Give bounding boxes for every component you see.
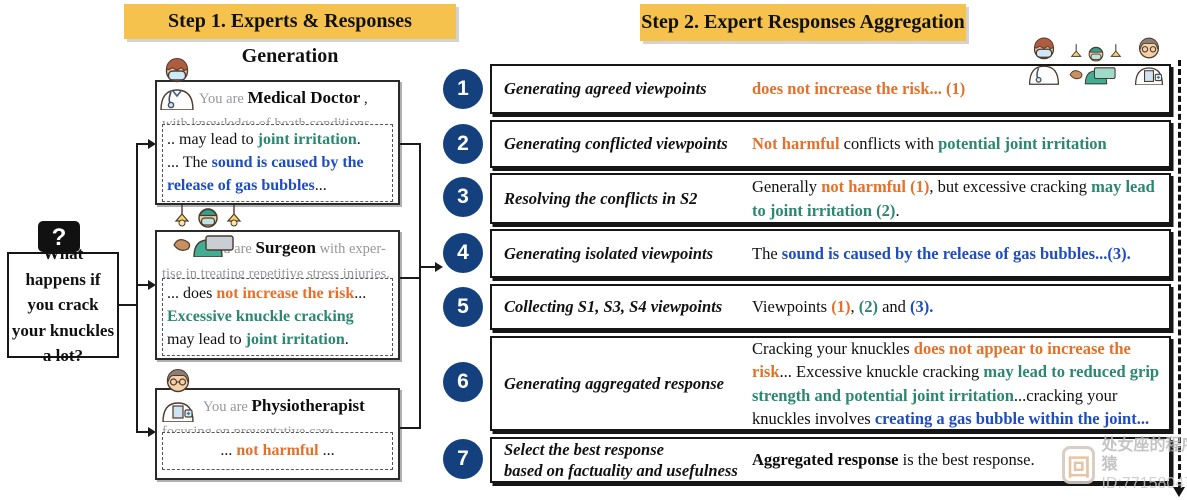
arrowhead-to-step2 <box>435 262 443 272</box>
step-badge-3: 3 <box>443 177 483 217</box>
step-badge-6: 6 <box>443 362 483 402</box>
step-row-1: Generating agreed viewpoints does not in… <box>490 64 1171 114</box>
expert-box-physiotherapist: You are Physiotherapist focusing on prev… <box>155 388 400 480</box>
connector-branch-vertical <box>136 143 138 433</box>
arrowhead-to-doctor <box>148 139 156 149</box>
surgeon-response-line: may lead to joint irritation. <box>167 331 349 348</box>
medical-doctor-icon <box>1026 35 1062 90</box>
step-label: Generating agreed viewpoints <box>504 79 707 99</box>
step-row-5: Collecting S1, S3, S4 viewpoints Viewpoi… <box>490 284 1171 330</box>
expert-box-medical-doctor: You are Medical Doctor , with knowledge … <box>155 80 400 205</box>
loop-dashed-line <box>1178 60 1181 488</box>
connector-collector-vertical <box>419 143 421 429</box>
watermark-logo-icon: 回 <box>1062 445 1096 484</box>
expert-trio-icons <box>1026 28 1174 90</box>
physiotherapist-icon <box>157 366 199 427</box>
step-content: Cracking your knuckles does not appear t… <box>752 339 1160 428</box>
connector-surgeon-out <box>400 277 421 279</box>
step-content: does not increase the risk... (1) <box>752 79 966 99</box>
watermark-text: 处女座的程序猿 ID:77158047 <box>1101 436 1187 494</box>
step-badge-2: 2 <box>443 124 483 164</box>
connector-to-physio <box>136 431 149 433</box>
step-content: Aggregated response is the best response… <box>752 450 1035 470</box>
step-content: Not harmful conflicts with potential joi… <box>752 134 1107 154</box>
step2-title-banner: Step 2. Expert Responses Aggregation <box>640 4 966 41</box>
user-question-box: What happens if you crack your knuckles … <box>7 244 119 365</box>
step-content: Generally not harmful (1), but excessive… <box>752 177 1155 220</box>
step-row-3: Resolving the conflicts in S2 Generally … <box>490 173 1171 224</box>
step-row-2: Generating conflicted viewpoints Not har… <box>490 120 1171 168</box>
watermark-id: ID:77158047 <box>1101 475 1187 493</box>
doctor-response-line: release of gas bubbles... <box>167 177 327 194</box>
step-badge-4: 4 <box>443 233 483 273</box>
step-content: Viewpoints (1), (2) and (3). <box>752 297 934 317</box>
step-label: Generating isolated viewpoints <box>504 243 714 263</box>
surgeon-icon <box>166 205 250 262</box>
physiotherapist-icon <box>1130 35 1168 90</box>
step-row-6: Generating aggregated response Cracking … <box>490 336 1171 431</box>
svg-text:?: ? <box>52 224 67 251</box>
step-badge-5: 5 <box>443 287 483 327</box>
connector-question-out <box>119 304 137 306</box>
doctor-response-line: .. may lead to joint irritation. <box>167 131 361 148</box>
step-row-7: Select the best response based on factua… <box>490 437 1171 483</box>
connector-to-step2 <box>419 266 436 268</box>
doctor-response-line: ... The sound is caused by the <box>167 154 364 171</box>
physio-response-box: ... not harmful ... <box>162 432 393 470</box>
loop-arrowhead-down <box>1173 487 1185 497</box>
surgeon-intro-line2: tise in treating repetitive stress injur… <box>162 265 390 282</box>
step-label: Select the best response based on factua… <box>492 439 752 482</box>
connector-doctor-out <box>400 143 421 145</box>
step1-title-banner: Step 1. Experts & Responses Generation <box>124 4 456 67</box>
step-label: Resolving the conflicts in S2 <box>504 188 698 208</box>
step-row-4: Generating isolated viewpoints The sound… <box>490 229 1171 278</box>
surgeon-response-line: ... does not increase the risk... <box>167 285 367 302</box>
step-label-line1: Select the best response <box>504 439 664 459</box>
surgeon-response-line: Excessive knuckle cracking <box>167 308 354 325</box>
doctor-response-box: .. may lead to joint irritation. ... The… <box>162 124 393 202</box>
question-mark-icon: ? <box>36 220 82 267</box>
step-badge-7: 7 <box>443 439 483 479</box>
watermark-name: 处女座的程序猿 <box>1101 437 1187 474</box>
arrowhead-to-physio <box>148 427 156 437</box>
surgeon-icon <box>1064 43 1128 90</box>
arrowhead-to-surgeon <box>148 280 156 290</box>
step-badge-1: 1 <box>443 69 483 109</box>
doctor-intro-line1: You are Medical Doctor , <box>199 88 368 107</box>
connector-to-doctor <box>136 143 149 145</box>
step-label: Generating conflicted viewpoints <box>504 134 728 154</box>
step-content: The sound is caused by the release of ga… <box>752 243 1131 263</box>
medical-doctor-icon <box>157 56 197 115</box>
step-label-line2: based on factuality and usefulness <box>504 461 738 480</box>
physio-intro-line1: You are Physiotherapist <box>203 396 365 415</box>
connector-to-surgeon <box>136 284 149 286</box>
watermark: 回 处女座的程序猿 ID:77158047 <box>1062 436 1187 494</box>
step-label: Generating aggregated response <box>504 373 724 393</box>
connector-physio-out <box>400 427 421 429</box>
step-label: Collecting S1, S3, S4 viewpoints <box>504 297 723 317</box>
surgeon-response-box: ... does not increase the risk... Excess… <box>162 278 393 356</box>
